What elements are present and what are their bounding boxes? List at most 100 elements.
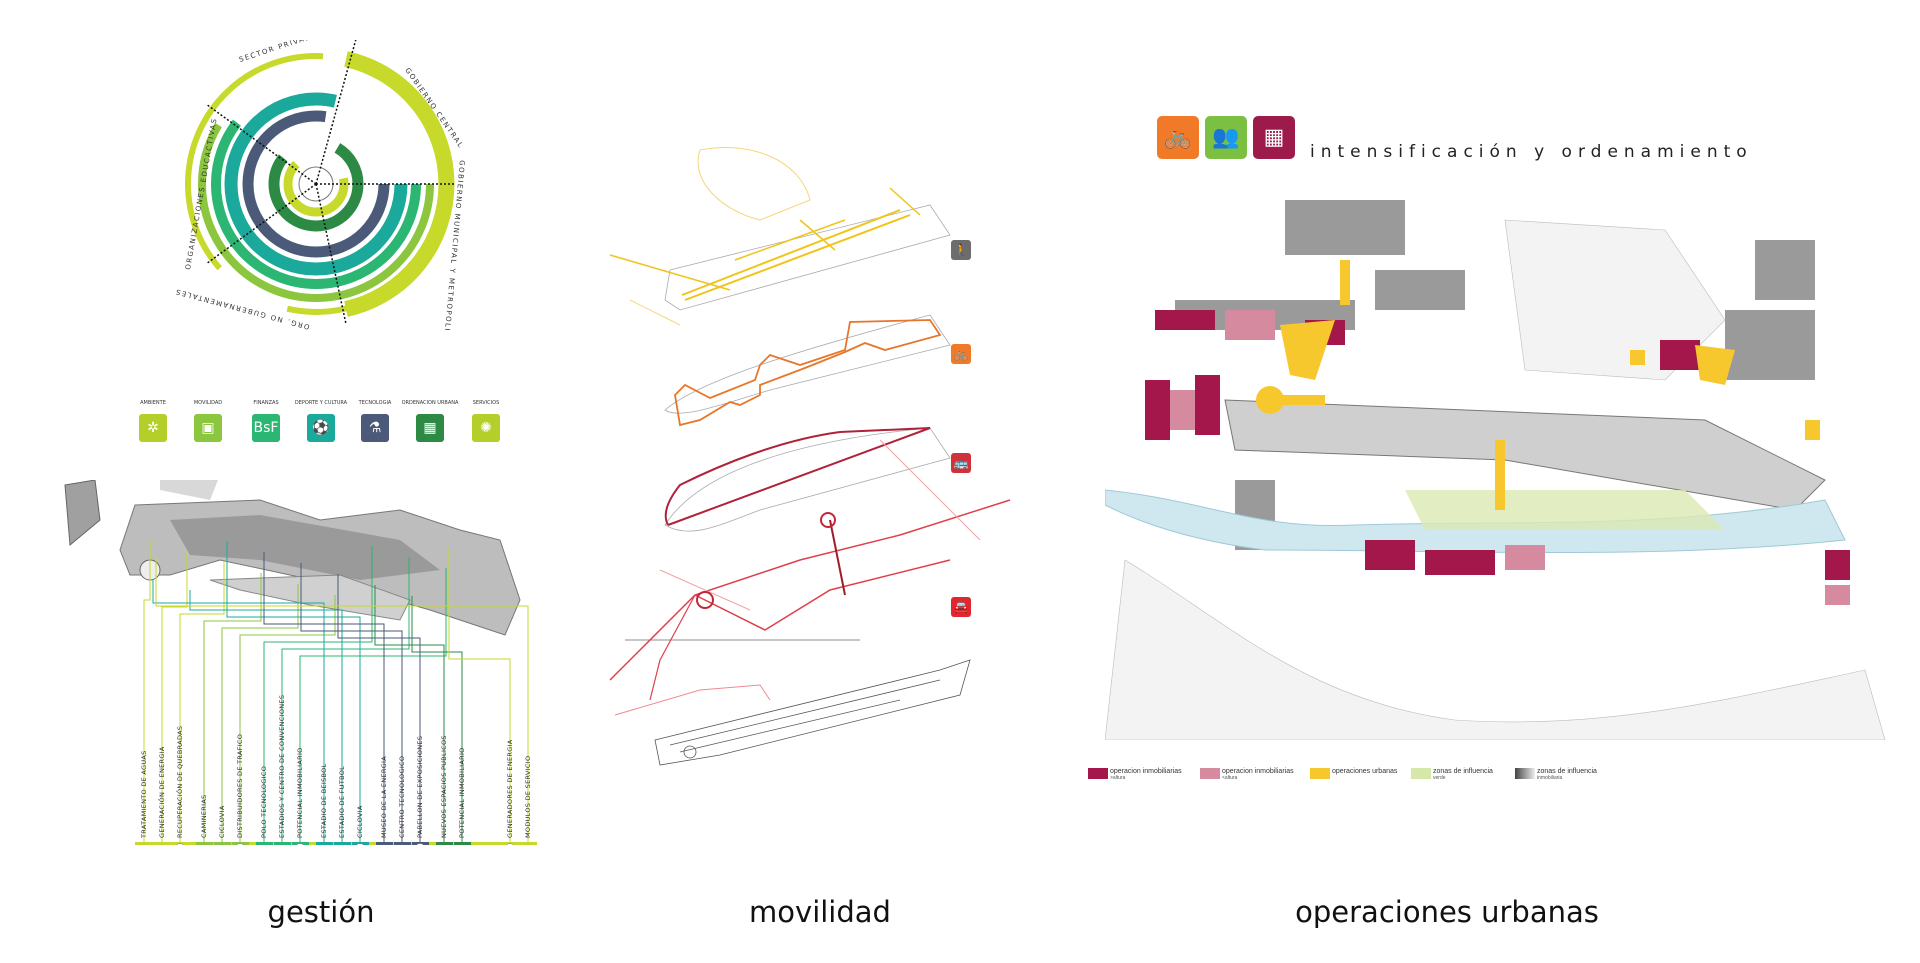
header-glyph: 🚲 [1164, 125, 1192, 150]
legend-swatch [1200, 768, 1220, 779]
bus-icon: 🚌 [951, 453, 971, 473]
project-label: ESTADIO DE FUTBOL [338, 765, 346, 838]
project-label: TRATAMIENTO DE AGUAS [140, 750, 148, 838]
project-connector-line [448, 547, 511, 842]
project-connector-line [299, 568, 447, 842]
project-label: CICLOVIA [356, 805, 364, 838]
header-glyph: 👥 [1212, 125, 1240, 150]
project-connector-line [263, 552, 385, 842]
operaciones-title: intensificación y ordenamiento [1310, 142, 1753, 162]
project-label: POTENCIAL INMOBILIARIO [458, 747, 466, 838]
category-glyph: ▣ [201, 420, 215, 436]
project-label: NUEVOS ESPACIOS PUBLICOS [440, 735, 448, 838]
project-label: GENERACIÓN DE ENERGIA [158, 746, 166, 838]
category-label: TECNOLOGIA [358, 400, 392, 406]
people-icon: 👥 [1205, 116, 1247, 159]
project-connector-line [411, 596, 463, 842]
category-glyph: ▦ [423, 420, 437, 436]
legend-text: operaciones urbanas [1332, 768, 1397, 775]
mode-glyph: 🚌 [953, 456, 969, 470]
project-label: PABELLON DE EXPOSICIONES [416, 735, 424, 838]
project-label: MODULOS DE SERVICIO [524, 755, 532, 838]
project-label: GENERADORES DE ENERGIA [506, 739, 514, 838]
project-connector-line [239, 595, 336, 842]
legend-swatch [1411, 768, 1431, 779]
legend-text: operacion inmobiliarias>altura [1110, 768, 1182, 781]
legend-label: zonas de influencia [1537, 768, 1597, 775]
legend-sublabel: >altura [1110, 775, 1126, 781]
building-icon: ▦ [1253, 116, 1295, 159]
operaciones-urban-map [1105, 200, 1890, 740]
bus-icon: ▣ [194, 414, 222, 442]
category-glyph: BsF [253, 420, 279, 436]
category-label: FINANZAS [253, 400, 279, 406]
category-glyph: ⚽ [312, 420, 330, 436]
bicycle-icon: 🚲 [951, 344, 971, 364]
legend-text: operacion inmobiliarias<altura [1222, 768, 1294, 781]
project-label: POLO TECNOLOGICO [260, 765, 268, 838]
bicycle-icon: 🚲 [1157, 116, 1199, 159]
project-connector-line [143, 540, 151, 842]
category-glyph: ✲ [147, 420, 159, 436]
legend-sublabel: inmobiliaria [1537, 775, 1563, 781]
legend-label: operaciones urbanas [1332, 768, 1398, 775]
project-marker [236, 843, 244, 845]
caption-movilidad: movilidad [749, 895, 891, 929]
pedestrian-icon: 🚶 [951, 240, 971, 260]
project-label: POTENCIAL INMOBILIARIO [296, 747, 304, 838]
project-connector-line [161, 551, 188, 842]
project-marker [506, 843, 514, 845]
stakeholder-ring-diagram: SECTOR PRIVADO GOBIERNO CENTRAL GOBIERNO… [174, 40, 466, 330]
category-glyph: ✺ [480, 420, 492, 436]
project-connector-line [203, 573, 262, 842]
legend-sublabel: verde [1433, 775, 1446, 781]
car-icon: 🚘 [951, 597, 971, 617]
project-label: ESTADIO DE BEISBOL [320, 763, 328, 838]
mode-glyph: 🚘 [953, 600, 969, 614]
legend-label: operacion inmobiliarias [1222, 768, 1294, 775]
category-label: ORDENACION URBANA [401, 400, 459, 406]
soccer-ball-icon: ⚽ [307, 414, 335, 442]
caption-operaciones-urbanas: operaciones urbanas [1295, 895, 1599, 929]
category-label: SERVICIOS [472, 400, 500, 406]
project-connector-line [226, 541, 361, 842]
project-label: CAMINERIAS [200, 794, 208, 839]
mode-glyph: 🚲 [953, 347, 969, 361]
category-label: DEPORTE Y CULTURA [294, 400, 348, 406]
category-glyph: ⚗ [368, 420, 382, 436]
legend-swatch [1088, 768, 1108, 779]
bsf-currency-icon: BsF [252, 414, 280, 442]
lightbulb-icon: ✺ [472, 414, 500, 442]
project-label: RECUPERACIÓN DE QUEBRADAS [176, 725, 184, 838]
legend-item: operaciones urbanas [1310, 768, 1397, 779]
movilidad-layered-diagram [609, 146, 1011, 766]
project-marker [176, 843, 184, 845]
project-label: CICLOVIA [218, 805, 226, 838]
project-label: DISTRIBUIDORES DE TRAFICO [236, 733, 244, 838]
mode-glyph: 🚶 [953, 243, 969, 257]
legend-sublabel: <altura [1222, 775, 1238, 781]
category-label: MOVILIDAD [193, 400, 223, 406]
project-connector-line [263, 546, 373, 842]
project-label: MUSEO DE LA ENERGIA [380, 756, 388, 838]
legend-item: operacion inmobiliarias<altura [1200, 768, 1294, 781]
legend-label: operacion inmobiliarias [1110, 768, 1182, 775]
building-grid-icon: ▦ [416, 414, 444, 442]
project-label: ESTADIOS Y CENTRO DE CONVENCIONES [278, 694, 286, 838]
project-connector-line [374, 585, 445, 842]
project-marker [296, 843, 304, 845]
project-connector-line [189, 590, 343, 842]
header-glyph: ▦ [1263, 125, 1285, 150]
legend-swatch [1515, 768, 1535, 779]
caption-gestion: gestión [267, 895, 375, 929]
tree-icon: ✲ [139, 414, 167, 442]
project-marker [416, 843, 424, 845]
project-connector-line [152, 579, 325, 842]
legend-item: operacion inmobiliarias>altura [1088, 768, 1182, 781]
legend-label: zonas de influencia [1433, 768, 1493, 775]
project-connector-line [155, 558, 529, 842]
